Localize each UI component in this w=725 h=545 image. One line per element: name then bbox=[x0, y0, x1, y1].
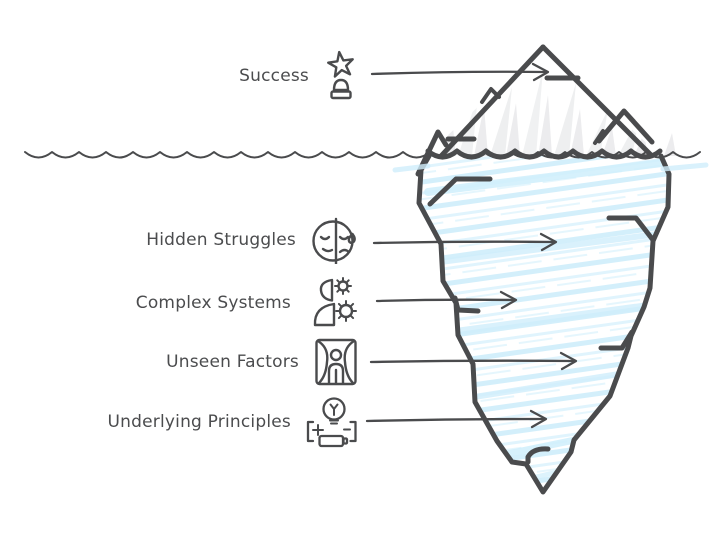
person-gears-icon bbox=[306, 275, 358, 331]
label-complex-systems: Complex Systems bbox=[135, 293, 291, 313]
label-hidden-struggles: Hidden Struggles bbox=[146, 230, 296, 250]
arrow-unseen-factors bbox=[369, 351, 578, 371]
split-face-tear-icon bbox=[311, 216, 358, 264]
water-tint-left bbox=[392, 163, 431, 173]
crevice-bottom-hook bbox=[525, 446, 551, 465]
main-peak-left-slope bbox=[425, 44, 546, 173]
iceberg-above-water bbox=[415, 44, 676, 177]
left-slope-notch bbox=[480, 87, 501, 104]
crevice-upper-left bbox=[427, 176, 493, 207]
label-underlying-principles: Underlying Principles bbox=[107, 412, 291, 432]
stage-curtains-person-icon bbox=[314, 336, 358, 388]
saddle-notch bbox=[593, 129, 605, 145]
arrow-hidden-struggles bbox=[372, 232, 558, 252]
underwater-outline bbox=[416, 153, 672, 495]
crevice-upper-right bbox=[606, 215, 656, 243]
label-row-underlying-principles: Underlying Principles bbox=[108, 396, 358, 448]
crevice-mid-left bbox=[452, 295, 481, 314]
crevice-lower-right bbox=[598, 329, 635, 351]
iceberg-below-water bbox=[392, 153, 709, 495]
label-row-success: Success bbox=[239, 50, 358, 102]
iceberg-crevice-lines bbox=[427, 176, 656, 465]
arrow-success bbox=[370, 62, 550, 82]
water-line bbox=[24, 148, 701, 160]
arrow-underlying-principles bbox=[365, 409, 548, 429]
trophy-star-icon bbox=[324, 50, 358, 102]
water-tint-right bbox=[660, 162, 709, 172]
label-row-complex-systems: Complex Systems bbox=[136, 275, 358, 331]
label-unseen-factors: Unseen Factors bbox=[166, 352, 299, 372]
label-row-hidden-struggles: Hidden Struggles bbox=[146, 216, 358, 264]
arrow-complex-systems bbox=[375, 290, 518, 310]
water-line-thick bbox=[425, 148, 663, 160]
arrows bbox=[365, 62, 578, 429]
right-secondary-peak bbox=[596, 108, 655, 145]
water-line-thin bbox=[24, 151, 701, 159]
lightbulb-battery-icon bbox=[306, 396, 358, 448]
label-success: Success bbox=[239, 66, 309, 86]
label-row-unseen-factors: Unseen Factors bbox=[166, 336, 358, 388]
ice-facet-shards bbox=[443, 69, 648, 156]
main-peak-right-slope bbox=[540, 44, 671, 175]
ice-facet-shard-outside bbox=[664, 133, 676, 156]
